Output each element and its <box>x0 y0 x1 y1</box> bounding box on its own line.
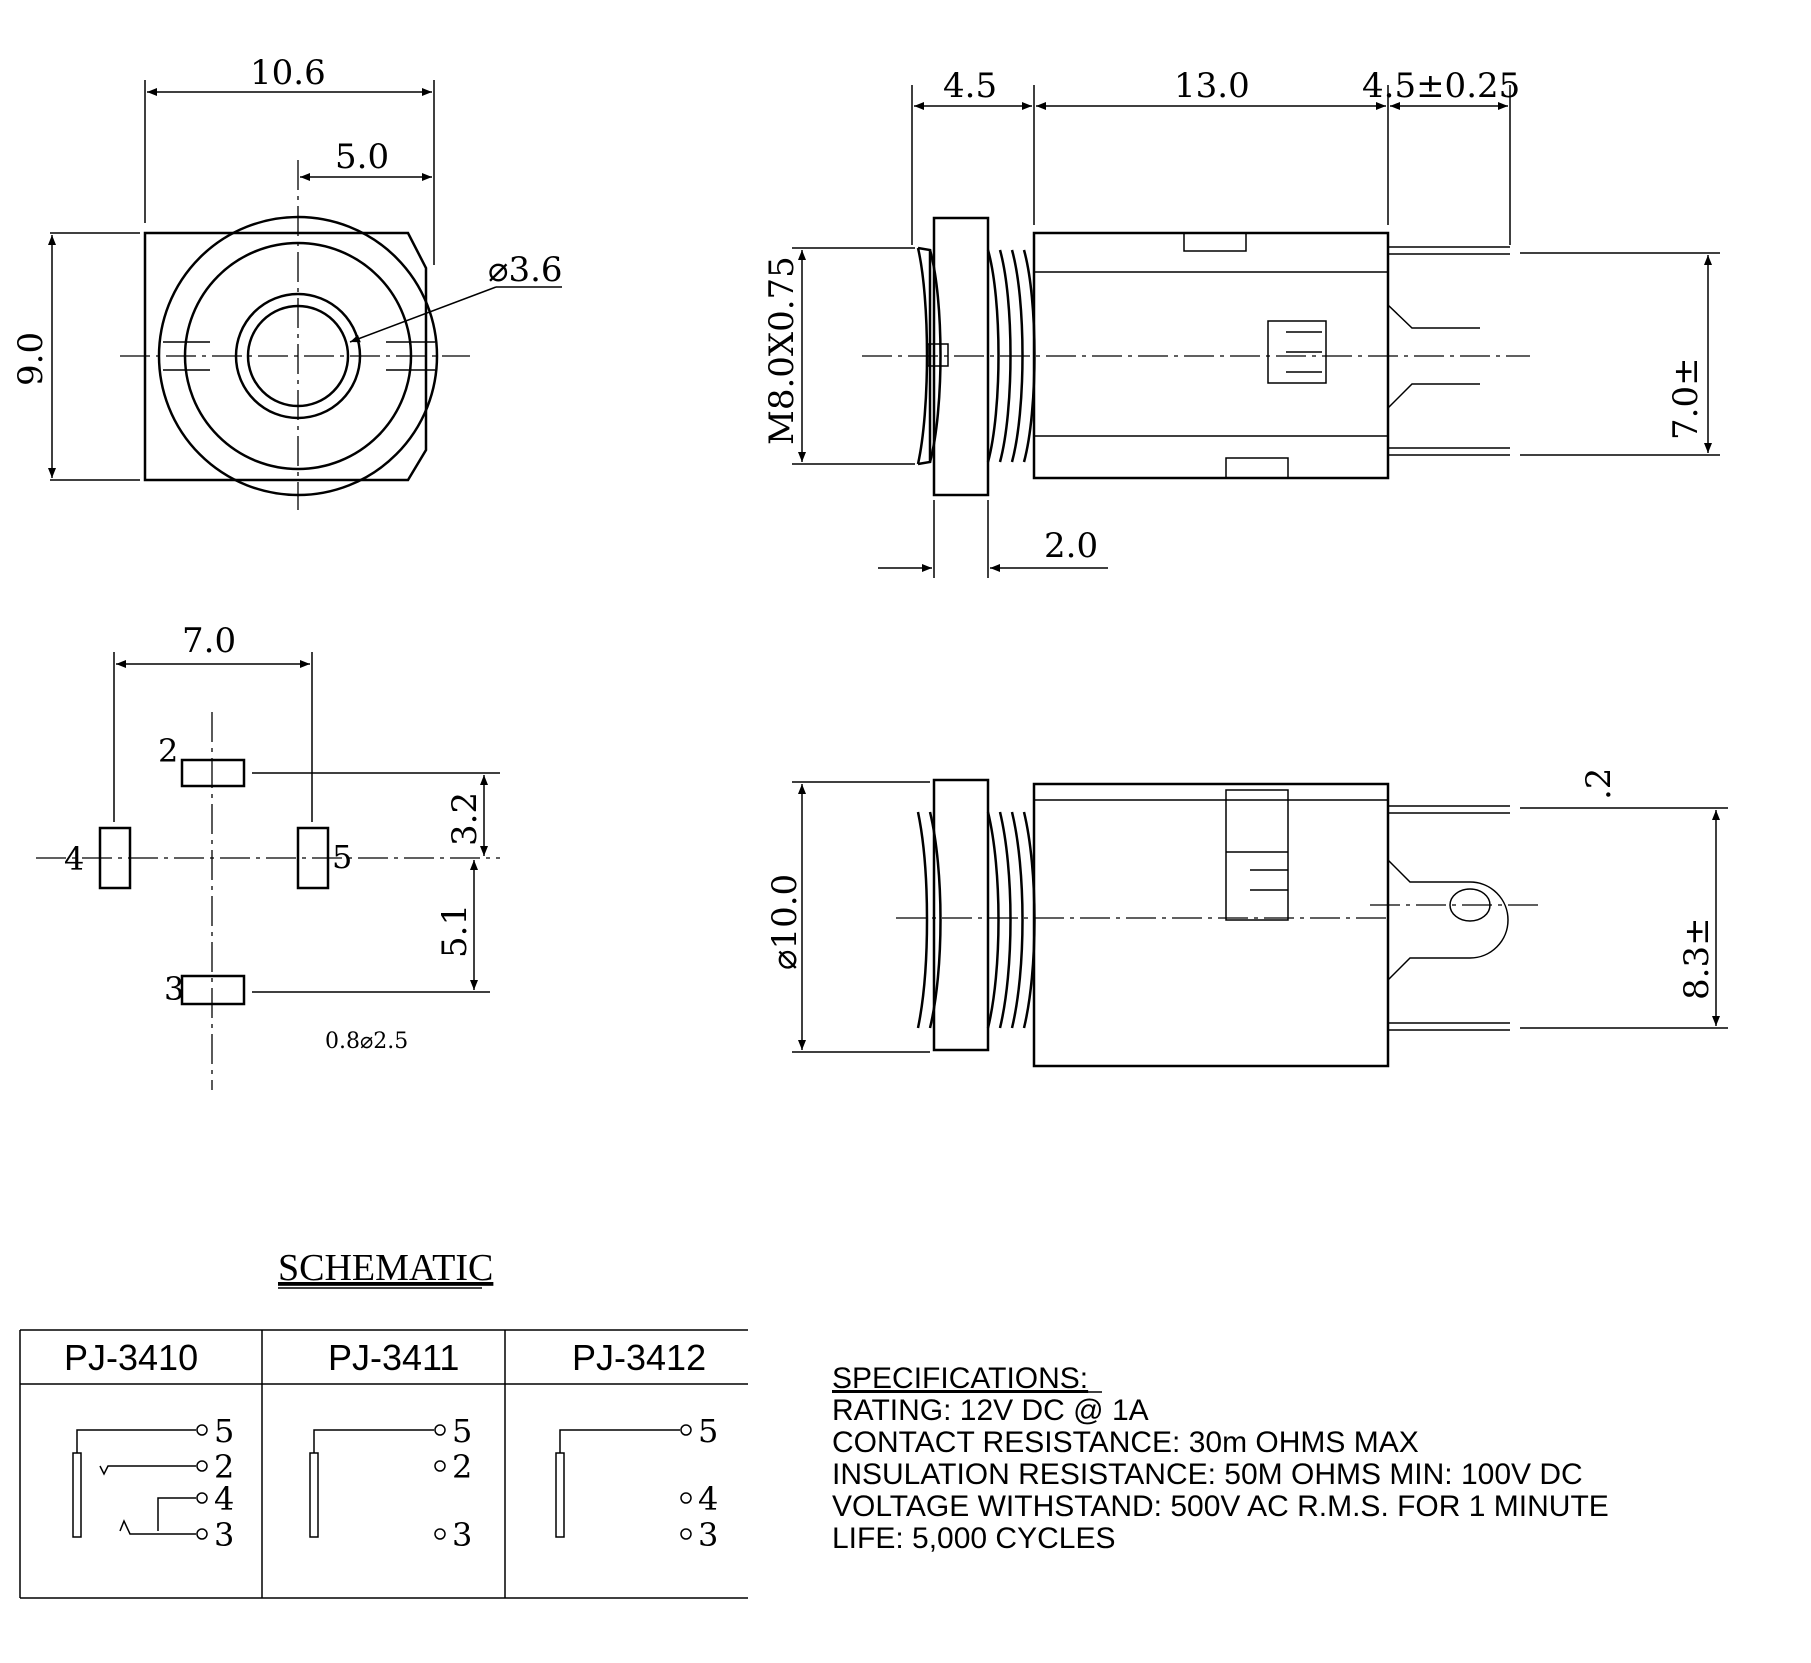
tab-dim: .2 <box>1579 768 1619 800</box>
front-width-dim: 10.6 <box>250 53 326 93</box>
side-view: 4.5 13.0 4.5±0.25 M8.0X0.75 7.0± 2.0 <box>762 66 1720 578</box>
bottom-view: ⌀10.0 .2 8.3± <box>765 768 1728 1068</box>
thread-dim: M8.0X0.75 <box>762 256 802 445</box>
pj3412-pin-4: 4 <box>698 1480 718 1518</box>
pcb-footprint-view: 2 3 4 5 7.0 3.2 5.1 0.8⌀2.5 <box>36 621 500 1090</box>
pj3411-pin-3: 3 <box>452 1516 472 1554</box>
pj3410-pin-5: 5 <box>214 1412 234 1450</box>
specifications-block: SPECIFICATIONS: RATING: 12V DC @ 1A CONT… <box>832 1362 1609 1555</box>
pj3410-pin-3: 3 <box>214 1516 234 1554</box>
schematic-section: SCHEMATIC PJ-3410 PJ-3411 PJ-3412 5 2 4 … <box>19 1247 748 1599</box>
spec-insulation-resistance: INSULATION RESISTANCE: 50M OHMS MIN: 100… <box>832 1458 1583 1491</box>
bottom-pin-span-dim: 8.3± <box>1677 917 1717 1000</box>
spec-rating: RATING: 12V DC @ 1A <box>832 1394 1149 1427</box>
model-pj-3411: PJ-3411 <box>328 1337 459 1378</box>
pj3411-pin-5: 5 <box>452 1412 472 1450</box>
body-diameter-dim: ⌀10.0 <box>765 874 805 970</box>
spec-contact-resistance: CONTACT RESISTANCE: 30m OHMS MAX <box>832 1426 1419 1459</box>
pin-4-label: 4 <box>64 840 84 878</box>
model-pj-3412: PJ-3412 <box>572 1337 706 1378</box>
bore-diameter-dim: ⌀3.6 <box>488 250 563 290</box>
pcb-width-dim: 7.0 <box>182 621 236 661</box>
pcb-hole-note: 0.8⌀2.5 <box>325 1029 408 1054</box>
front-offset-dim: 5.0 <box>335 137 389 177</box>
flange-thickness-dim: 2.0 <box>1044 526 1098 566</box>
pin-5-label: 5 <box>332 838 352 876</box>
pin-length-dim: 4.5±0.25 <box>1362 66 1520 106</box>
pin-2-label: 2 <box>158 732 178 770</box>
pcb-lower-dim: 5.1 <box>435 904 475 958</box>
spec-voltage-withstand: VOLTAGE WITHSTAND: 500V AC R.M.S. FOR 1 … <box>832 1490 1609 1523</box>
specifications-heading: SPECIFICATIONS: <box>832 1362 1088 1395</box>
pj3410-pin-2: 2 <box>214 1448 234 1486</box>
pj3412-pin-3: 3 <box>698 1516 718 1554</box>
flange-width-dim: 4.5 <box>943 66 997 106</box>
front-height-dim: 9.0 <box>11 332 51 386</box>
pj3411-pin-2: 2 <box>452 1448 472 1486</box>
body-length-dim: 13.0 <box>1174 66 1250 106</box>
pin-3-label: 3 <box>164 970 184 1008</box>
pin-span-dim: 7.0± <box>1666 357 1706 440</box>
model-pj-3410: PJ-3410 <box>64 1337 198 1378</box>
spec-life: LIFE: 5,000 CYCLES <box>832 1522 1115 1555</box>
pj3410-pin-4: 4 <box>214 1480 234 1518</box>
front-view: 10.6 5.0 9.0 ⌀3.6 <box>11 53 563 510</box>
pj3412-pin-5: 5 <box>698 1412 718 1450</box>
pcb-upper-dim: 3.2 <box>445 792 485 846</box>
schematic-title: SCHEMATIC <box>278 1247 493 1289</box>
